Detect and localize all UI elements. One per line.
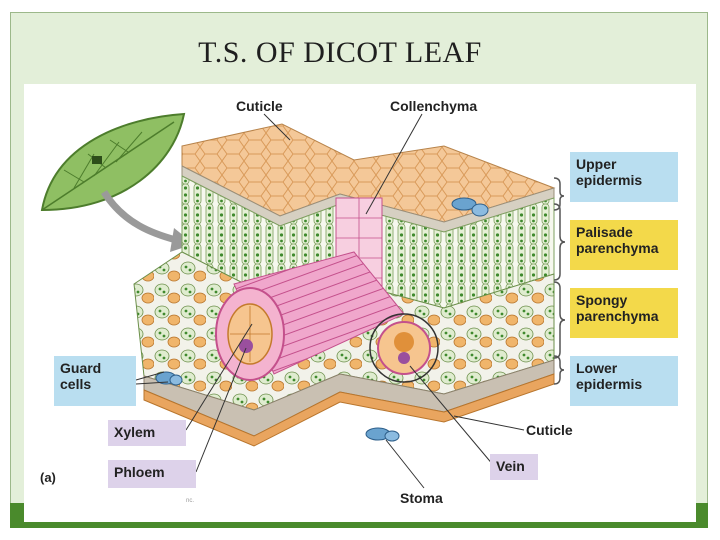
leaf-illustration <box>40 112 566 489</box>
page-title: T.S. OF DICOT LEAF <box>198 36 482 69</box>
box-xylem: Xylem <box>108 420 186 446</box>
label-stoma: Stoma <box>400 490 443 506</box>
arrow-icon <box>101 190 177 244</box>
leaf-icon <box>40 112 186 212</box>
label-cuticle-bottom: Cuticle <box>526 422 573 438</box>
layer-braces <box>553 177 566 385</box>
label-collenchyma: Collenchyma <box>390 98 478 114</box>
leaf-diagram: Cuticle Collenchyma Cuticle Stoma (a) Up… <box>24 84 696 522</box>
box-guard-cells: Guard cells <box>54 356 136 406</box>
box-upper-epidermis: Upper epidermis <box>570 152 678 202</box>
small-vein <box>369 313 439 383</box>
vein-bundle <box>215 251 405 381</box>
box-vein: Vein <box>490 454 538 480</box>
upper-stoma-icon <box>451 197 489 217</box>
figure-letter: (a) <box>40 470 56 485</box>
box-spongy-parenchyma: Spongy parenchyma <box>570 288 678 338</box>
credit-cover: nc. <box>30 490 198 520</box>
guard-cells-icon <box>155 371 183 386</box>
box-palisade-parenchyma: Palisade parenchyma <box>570 220 678 270</box>
leader-lines <box>135 113 525 489</box>
lower-stoma-icon <box>365 427 400 442</box>
label-cuticle-top: Cuticle <box>236 98 283 114</box>
box-lower-epidermis: Lower epidermis <box>570 356 678 406</box>
box-phloem: Phloem <box>108 460 196 488</box>
